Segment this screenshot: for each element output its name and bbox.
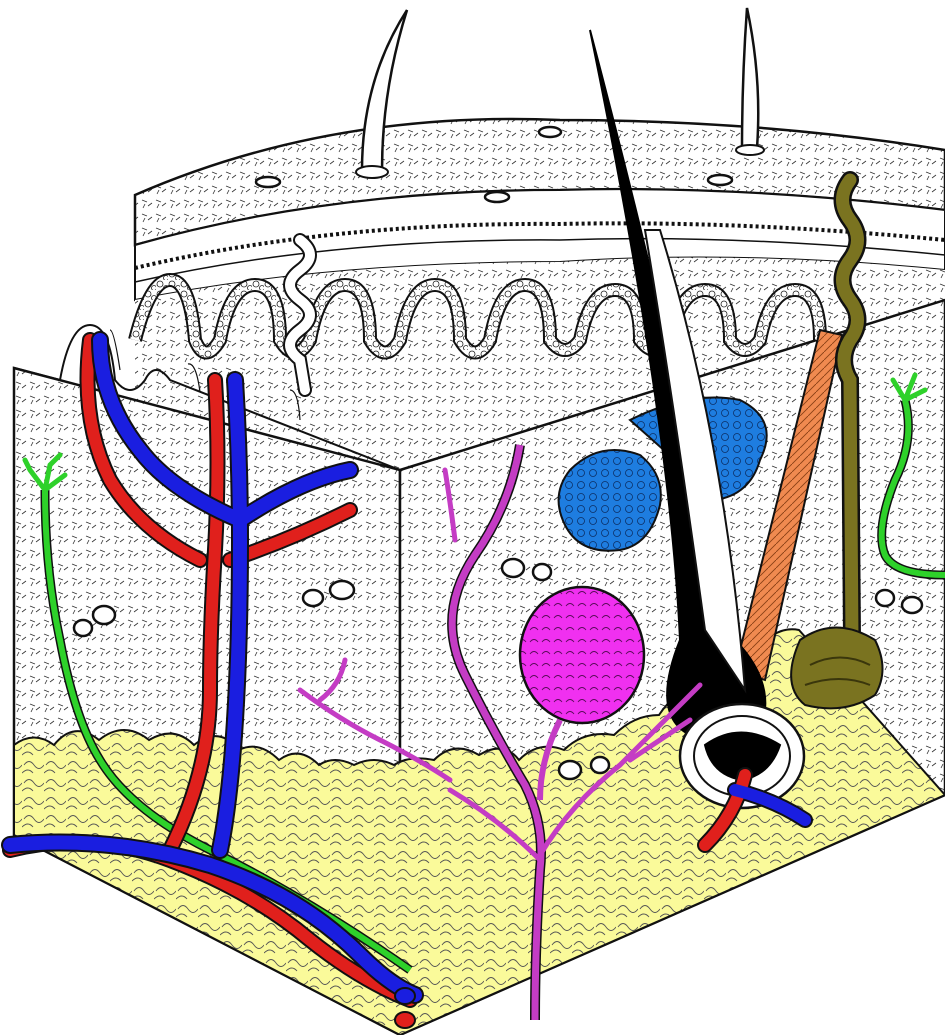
sweat-gland-coil (791, 628, 882, 709)
hair-shaft-right (742, 8, 758, 148)
magenta-vesicle (520, 587, 644, 723)
